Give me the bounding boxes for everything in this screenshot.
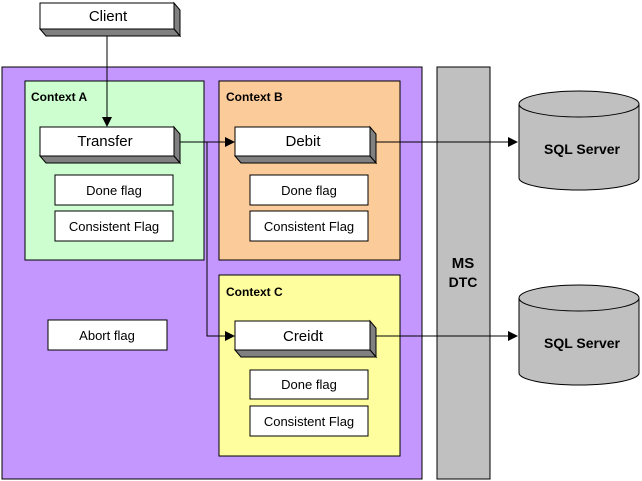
- client-label: Client: [89, 8, 128, 25]
- debit-component: Debit: [233, 125, 378, 165]
- consistent-flag-c: [249, 405, 369, 437]
- context-a-title: Context A: [31, 90, 88, 104]
- transfer-to-creidt-arrow: [206, 142, 235, 341]
- sql-server-database-2: SQL Server: [518, 284, 640, 386]
- done-flag-a: [54, 174, 174, 206]
- consistent-flag-b-label: Consistent Flag: [264, 219, 354, 234]
- context-a: Context A Transfer Done flag Consistent …: [24, 80, 205, 261]
- done-flag-a-label: Done flag: [86, 183, 142, 198]
- done-flag-b: [249, 174, 369, 206]
- creidt-component: Creidt: [233, 319, 378, 359]
- ms-dtc: MS DTC: [436, 66, 491, 480]
- context-c-title: Context C: [226, 285, 283, 299]
- context-c: Context C Creidt Done flag Consistent Fl…: [218, 274, 401, 457]
- consistent-flag-a: [54, 210, 174, 242]
- done-flag-c: [249, 369, 369, 400]
- consistent-flag-c-label: Consistent Flag: [264, 414, 354, 429]
- context-b-title: Context B: [226, 90, 283, 104]
- done-flag-b-label: Done flag: [281, 183, 337, 198]
- sql-server-label-2: SQL Server: [544, 335, 621, 351]
- abort-flag-label: Abort flag: [79, 328, 135, 343]
- sql-server-database-1: SQL Server: [518, 90, 640, 191]
- abort-flag: [47, 319, 168, 351]
- dtc-line2: DTC: [449, 274, 478, 290]
- consistent-flag-b: [249, 210, 369, 242]
- client-box: Client: [38, 1, 182, 38]
- dtc-line1: MS: [452, 255, 475, 272]
- sql-server-label-1: SQL Server: [544, 141, 621, 157]
- transfer-label: Transfer: [77, 133, 132, 150]
- done-flag-c-label: Done flag: [281, 377, 337, 392]
- context-b: Context B Debit Done flag Consistent Fla…: [218, 80, 401, 261]
- consistent-flag-a-label: Consistent Flag: [69, 219, 159, 234]
- debit-label: Debit: [285, 133, 321, 150]
- transfer-component: Transfer: [38, 125, 182, 165]
- creidt-label: Creidt: [283, 328, 324, 345]
